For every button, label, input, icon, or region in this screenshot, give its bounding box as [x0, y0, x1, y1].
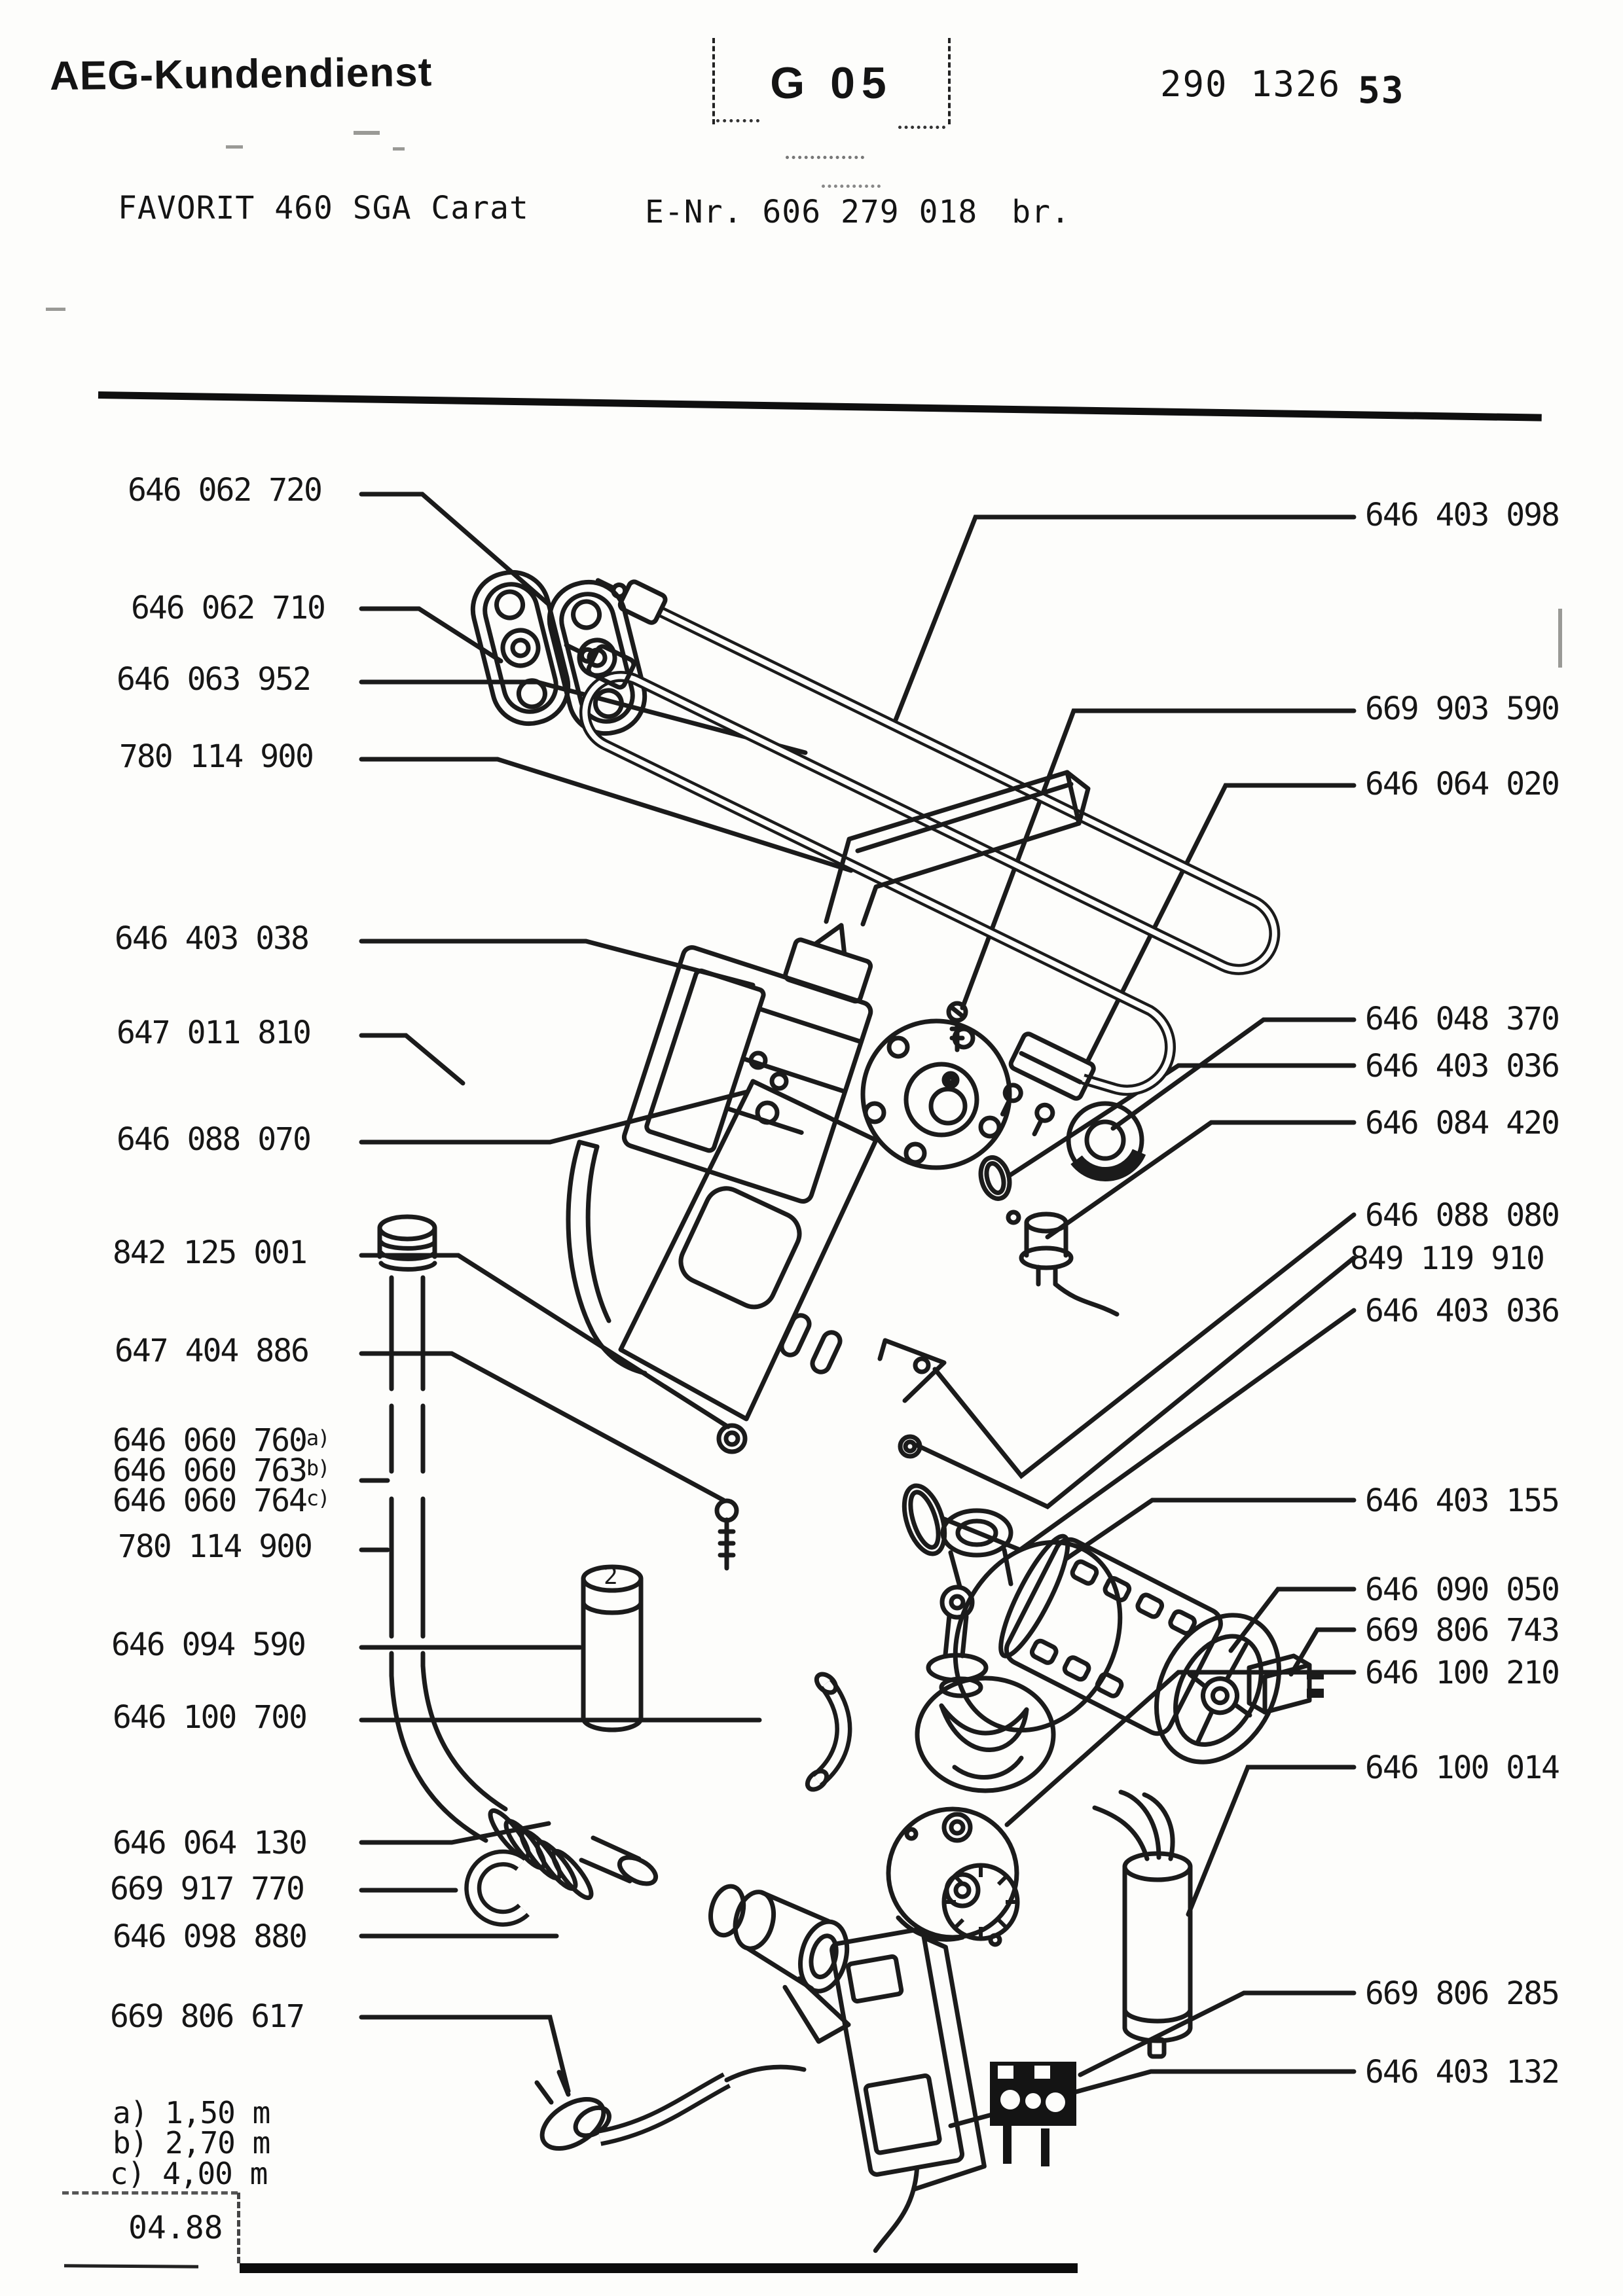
part-label-left: 669 806 617 [110, 1998, 305, 2035]
scan-speck [46, 308, 65, 311]
part-label-right: 646 403 036 [1365, 1293, 1560, 1329]
control-module [830, 1927, 987, 2253]
scan-dots [786, 156, 864, 159]
hose-connector [708, 1884, 851, 2044]
scan-speck [226, 145, 243, 149]
part-label-left: 646 060 760a) [113, 1422, 331, 1459]
part-label-right: 646 100 210 [1365, 1655, 1560, 1691]
date-code: 04.88 [128, 2210, 223, 2246]
part-label-left: 646 063 952 [117, 661, 312, 698]
part-label-left: 842 125 001 [113, 1234, 308, 1271]
part-label-left: 646 100 700 [113, 1699, 308, 1736]
scan-dots [716, 119, 759, 122]
footnote-b: b) 2,70 m [113, 2125, 270, 2161]
footer-dashed-line [62, 2191, 238, 2195]
rubber-grommet [1066, 1101, 1146, 1181]
scan-dots [898, 126, 945, 129]
e-number: E-Nr. 606 279 018 br. [645, 194, 1070, 230]
document-number: 290 1326 53 [1160, 63, 1405, 112]
pump-assembly [902, 1483, 1324, 1909]
part-label-right: 646 403 155 [1365, 1482, 1560, 1519]
part-label-left: 646 062 720 [128, 472, 323, 509]
doc-number-main: 290 1326 [1160, 63, 1341, 105]
washer [716, 1423, 748, 1454]
footnote-c: c) 4,00 m [110, 2156, 268, 2191]
footnote-a: a) 1,50 m [113, 2095, 270, 2130]
valve-assembly [621, 923, 1012, 1204]
footer-thick-rule [240, 2263, 1078, 2273]
curved-tube [805, 1672, 852, 1792]
section-code-box: G 05 [712, 38, 951, 124]
bracket-screw [941, 1001, 968, 1089]
part-label-right: 646 403 036 [1365, 1048, 1560, 1085]
part-label-left: 669 917 770 [110, 1871, 305, 1907]
part-label-variant-mark: b) [306, 1456, 331, 1480]
retaining-clip [877, 1338, 947, 1403]
scan-speck [393, 147, 405, 151]
scan-dots [822, 185, 881, 188]
canister: 2 [581, 1563, 644, 1732]
motor-rear-bell [1154, 1613, 1281, 1765]
part-label-variant-mark: c) [306, 1486, 331, 1511]
part-label-left: 646 060 763b) [113, 1452, 331, 1489]
scan-speck [1558, 609, 1562, 668]
part-label-left: 646 094 590 [111, 1626, 306, 1663]
model-name: FAVORIT 460 SGA Carat [118, 190, 529, 226]
color-suffix: br. [1012, 194, 1070, 230]
part-label-right: 646 088 080 [1365, 1197, 1560, 1234]
standpipe-hose [377, 1214, 659, 1901]
doc-number-page: 53 [1358, 69, 1405, 112]
scan-speck [354, 131, 380, 135]
terminal-block [990, 2062, 1076, 2166]
part-label-left: 646 403 038 [115, 920, 310, 957]
part-label-left: 780 114 900 [119, 738, 314, 775]
power-plug [534, 2064, 807, 2151]
part-label-right: 646 090 050 [1365, 1571, 1560, 1608]
section-code: G 05 [770, 58, 893, 108]
part-label-left: 647 011 810 [117, 1014, 312, 1051]
motor-connector [1247, 1653, 1324, 1715]
e-number-value: E-Nr. 606 279 018 [645, 194, 978, 230]
part-label-left: 646 060 764c) [113, 1482, 331, 1519]
hose-clamp [464, 1849, 530, 1927]
part-label-right: 669 903 590 [1365, 691, 1560, 727]
part-label-right: 646 403 132 [1365, 2054, 1560, 2090]
mounting-plate [566, 1079, 879, 1422]
timer-motor [886, 1806, 1020, 1947]
heating-element [564, 578, 1281, 1137]
part-label-variant-mark: a) [306, 1426, 331, 1450]
part-label-right: 646 084 420 [1365, 1105, 1560, 1141]
gasket-plates [470, 569, 647, 736]
leader-lines [359, 492, 1357, 2128]
part-label-left: 780 114 900 [118, 1528, 313, 1565]
fastening-nut [898, 1434, 922, 1459]
canister-mark: 2 [604, 1563, 618, 1590]
o-ring-flange [978, 1155, 1012, 1201]
part-label-left: 646 062 710 [131, 590, 326, 626]
part-label-left: 647 404 886 [115, 1333, 310, 1369]
part-label-right: 669 806 285 [1365, 1975, 1560, 2012]
capacitor [1092, 1789, 1193, 2059]
part-label-right: 646 048 370 [1365, 1001, 1560, 1037]
part-label-right: 849 119 910 [1350, 1240, 1545, 1277]
hose-corrugation [488, 1808, 594, 1901]
part-label-left: 646 088 070 [117, 1121, 312, 1158]
part-label-left: 646 098 880 [113, 1918, 308, 1955]
support-bracket [824, 770, 1091, 927]
part-label-right: 646 100 014 [1365, 1749, 1560, 1786]
footer-dashed-line [237, 2193, 240, 2263]
part-label-right: 669 806 743 [1365, 1612, 1560, 1649]
screw-bolt [714, 1498, 739, 1571]
part-label-left: 646 064 130 [113, 1825, 308, 1861]
part-label-right: 646 064 020 [1365, 766, 1560, 802]
part-label-right: 646 403 098 [1365, 497, 1560, 533]
level-sensor [1006, 1210, 1120, 1317]
